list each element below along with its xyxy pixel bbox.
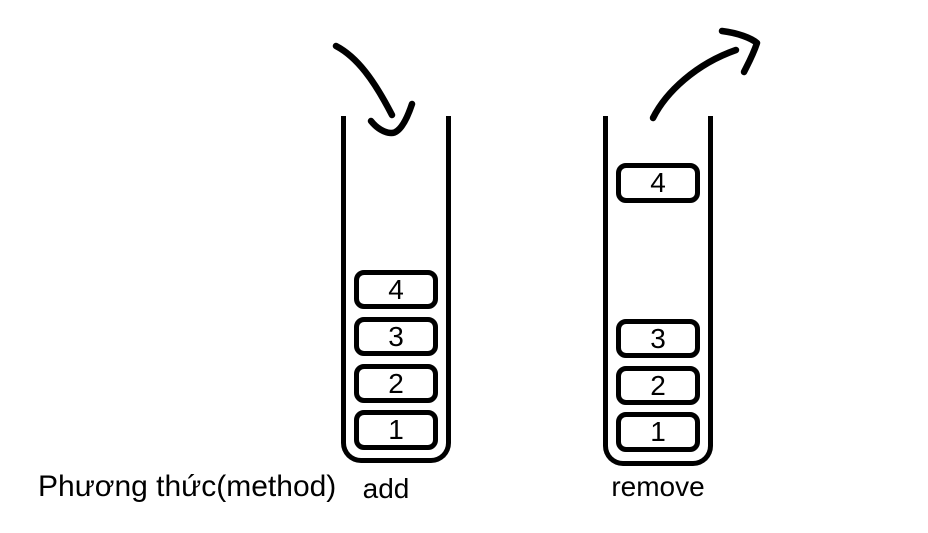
remove-stack-item-2: 2 — [616, 366, 700, 405]
remove-label: remove — [611, 471, 705, 502]
add-stack-item-2: 2 — [354, 364, 438, 403]
remove-stack-popped-item: 4 — [616, 163, 700, 203]
remove-stack-container — [603, 116, 713, 466]
add-label: add — [362, 473, 410, 504]
add-stack-container — [341, 116, 451, 463]
remove-arrow-icon — [649, 27, 761, 122]
remove-stack-item-1: 1 — [616, 412, 700, 452]
add-stack-item-3: 3 — [354, 317, 438, 356]
add-stack-item-4: 4 — [354, 270, 438, 309]
add-arrow-icon — [332, 42, 416, 137]
method-caption: Phương thức(method) — [38, 470, 337, 503]
add-stack-item-1: 1 — [354, 410, 438, 450]
remove-stack-item-3: 3 — [616, 319, 700, 358]
